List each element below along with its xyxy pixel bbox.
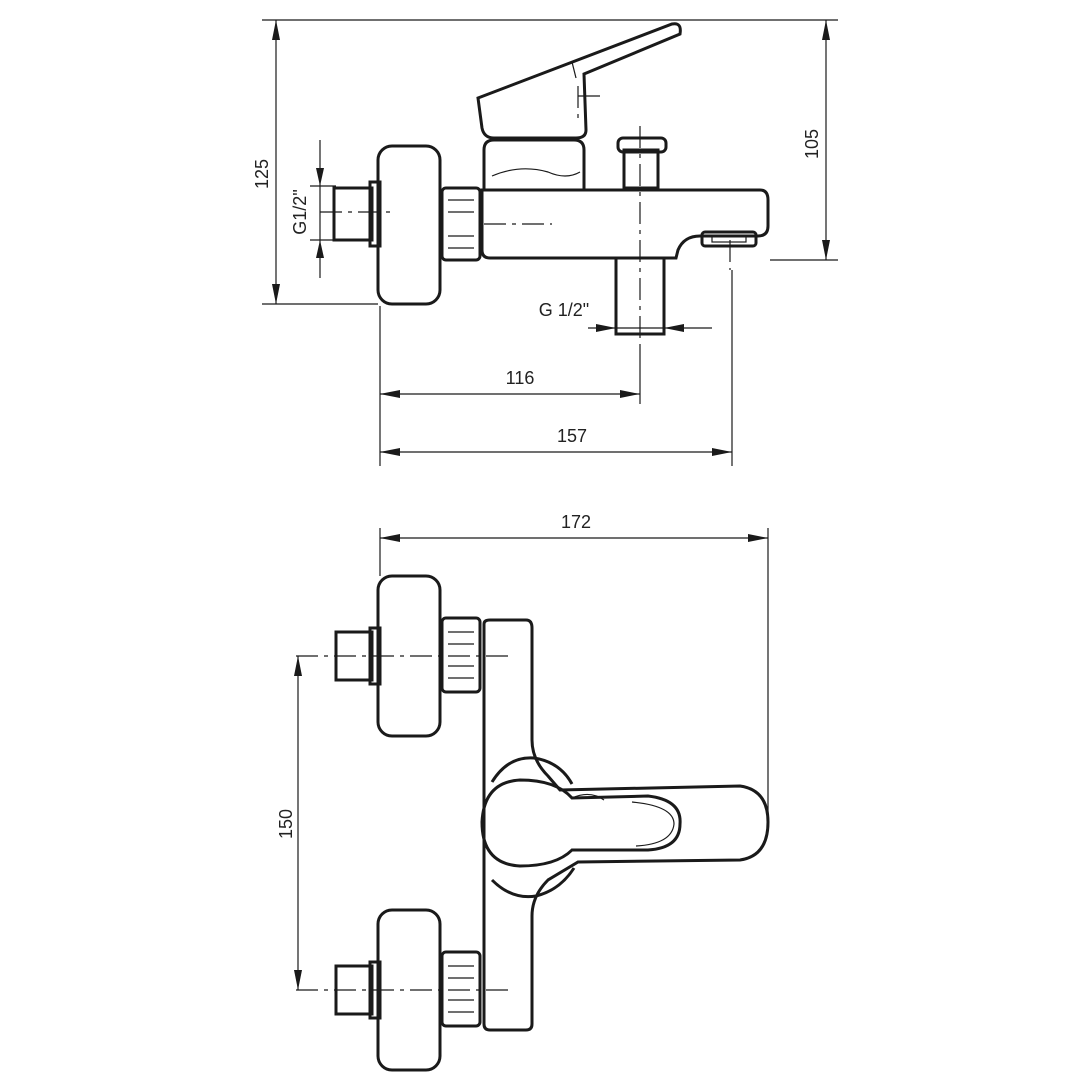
lower-hex-nut — [440, 950, 482, 1028]
dimension-inlet-thread: G1/2" — [290, 140, 336, 278]
dimension-overall-height: 125 — [252, 19, 680, 305]
side-view: 125 105 G1/2" G 1/2" — [252, 19, 838, 466]
dimension-outlet-thread: G 1/2" — [539, 300, 712, 332]
inlet-connector — [332, 180, 382, 248]
wall-flange — [376, 144, 442, 306]
dimension-outlet-offset: 116 — [380, 368, 640, 398]
dimension-inlet-spacing: 150 — [276, 656, 302, 990]
diverter-knob — [616, 136, 668, 190]
cartridge-disc — [490, 756, 576, 899]
hex-nut — [440, 186, 482, 262]
upper-hex-nut — [440, 616, 482, 694]
dim-outlet-offset-label: 116 — [506, 368, 535, 388]
dim-spout-reach-label: 157 — [557, 426, 587, 446]
dim-inlet-spacing-label: 150 — [276, 809, 296, 839]
lever-handle — [476, 22, 682, 140]
dimension-overall-width: 172 — [379, 512, 769, 822]
cartridge-housing — [482, 138, 586, 190]
mixer-body — [480, 188, 770, 260]
lever-front — [480, 778, 682, 868]
dimension-spout-reach: 157 — [380, 426, 732, 456]
mixer-body-front — [482, 618, 770, 1032]
dim-inlet-thread-label: G1/2" — [290, 189, 310, 234]
dim-overall-width-label: 172 — [561, 512, 591, 532]
dimension-spout-height: 105 — [680, 19, 838, 261]
dim-outlet-thread-label: G 1/2" — [539, 300, 589, 320]
dim-spout-height-label: 105 — [802, 129, 822, 159]
aerator — [700, 230, 758, 248]
dim-overall-height-label: 125 — [252, 159, 272, 189]
front-view: 172 150 — [276, 512, 770, 1072]
